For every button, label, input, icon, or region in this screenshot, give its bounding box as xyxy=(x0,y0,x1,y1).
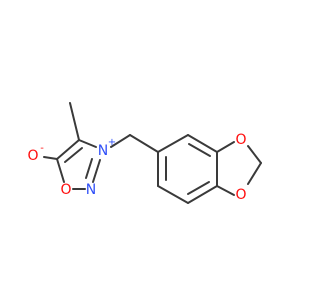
bond-n3-ch2 xyxy=(110,134,131,148)
bonds xyxy=(43,102,262,204)
bond-ar-c5-c6 xyxy=(157,185,189,204)
atom-o-minus: O xyxy=(27,148,38,164)
bond-ch2-obottom xyxy=(247,162,262,185)
bond-c4-c5 xyxy=(56,139,80,160)
charge-plus: + xyxy=(108,137,116,148)
bond-c5-ominus xyxy=(43,156,58,160)
bond-ar-c1-c2 xyxy=(157,134,189,153)
bond-ar-inner-2 xyxy=(187,181,210,195)
bond-c4-n3 xyxy=(78,139,97,148)
bond-n2-n3-second xyxy=(85,158,93,179)
atom-o-ring: O xyxy=(60,182,71,198)
bond-c4-c5-second xyxy=(64,147,83,163)
bond-ar-c2-c3 xyxy=(187,134,218,153)
bond-n2-n3 xyxy=(92,159,101,183)
atom-n-plus: N xyxy=(98,143,108,159)
bond-methyl-c4 xyxy=(69,102,80,141)
bond-obottom-c4 xyxy=(216,185,235,196)
bond-c5-o1 xyxy=(56,158,65,183)
charge-minus: - xyxy=(40,143,44,154)
atom-o-dioxole-bottom: O xyxy=(235,187,246,203)
atom-labels: O - N + N O O O xyxy=(27,132,246,203)
atom-o-dioxole-top: O xyxy=(235,132,246,148)
bond-otop-ch2 xyxy=(247,145,262,164)
bond-ar-c4-c5 xyxy=(187,185,218,204)
atom-n-ring: N xyxy=(86,182,96,198)
molecule-structure-diagram: O - N + N O O O xyxy=(27,102,262,204)
bond-c3-otop xyxy=(216,141,235,153)
bond-ch2-aryl xyxy=(129,134,159,153)
bond-ar-inner-1 xyxy=(188,143,211,157)
